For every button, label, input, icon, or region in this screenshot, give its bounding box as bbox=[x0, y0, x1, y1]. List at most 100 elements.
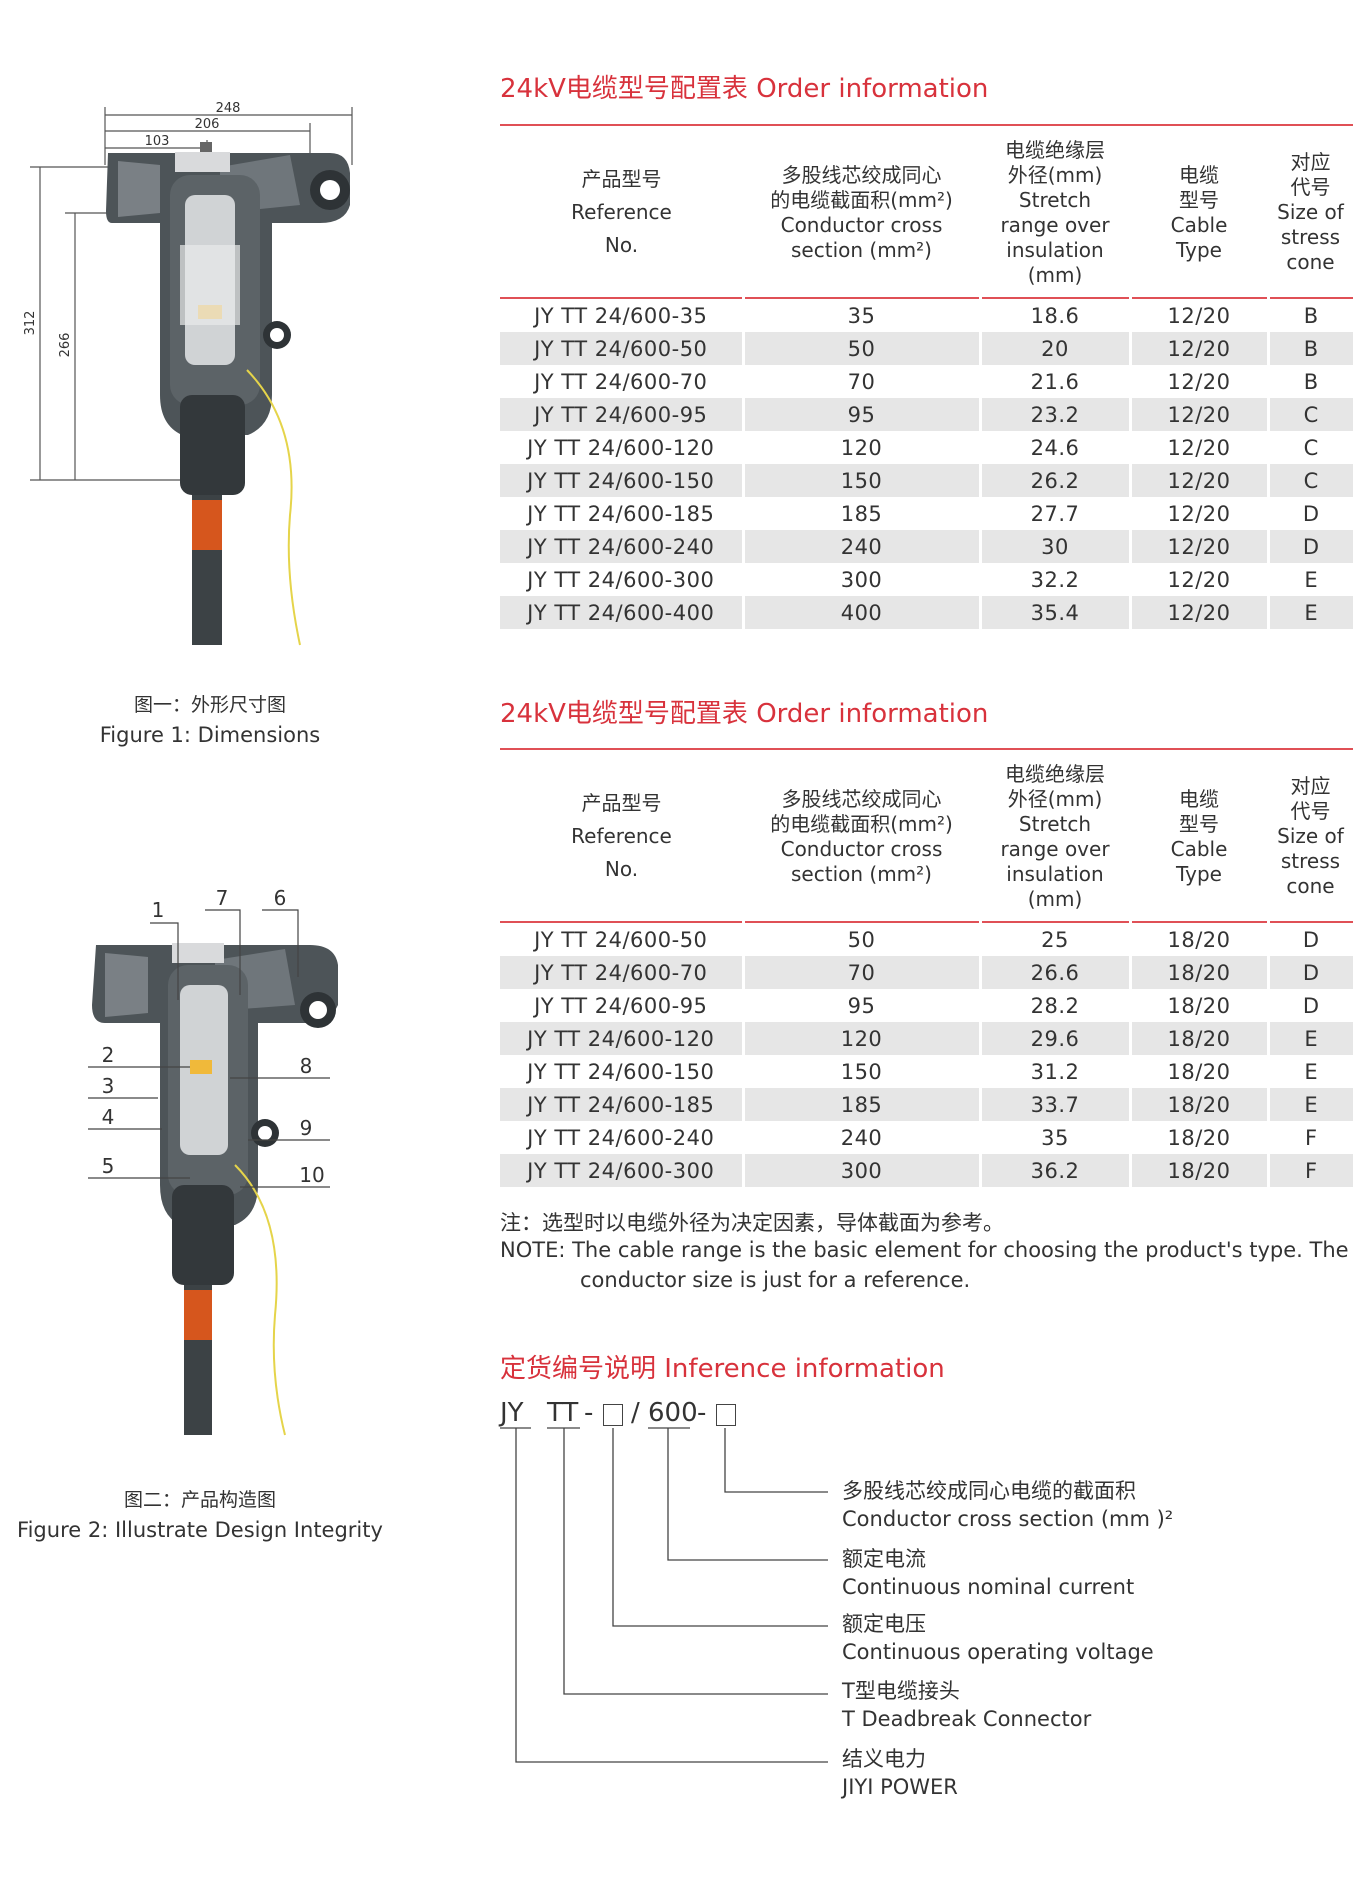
header-text: Cable bbox=[1170, 836, 1228, 861]
table-2-title: 24kV电缆型号配置表 Order information bbox=[500, 699, 989, 729]
header-text: (mm) bbox=[1027, 262, 1083, 287]
order-table-2: 产品型号 Reference No. 多股线芯绞成同心 的电缆截面积(mm²) … bbox=[500, 752, 1353, 1187]
table-cell: JY TT 24/600-300 bbox=[500, 1154, 743, 1187]
table-cell: 185 bbox=[741, 1088, 980, 1121]
table-cell: 12/20 bbox=[1128, 298, 1268, 332]
table-cell: 70 bbox=[741, 956, 980, 989]
table-cell: 21.6 bbox=[978, 365, 1130, 398]
table-cell: 32.2 bbox=[978, 563, 1130, 596]
figure-2-caption-en: Figure 2: Illustrate Design Integrity bbox=[17, 1518, 383, 1542]
header-text: 多股线芯绞成同心 bbox=[781, 162, 942, 187]
table-cell: 29.6 bbox=[978, 1022, 1130, 1055]
table-cell: 150 bbox=[741, 1055, 980, 1088]
table-cell: D bbox=[1266, 922, 1353, 956]
header-text: 型号 bbox=[1179, 187, 1219, 212]
dim-206: 206 bbox=[195, 117, 220, 132]
callout-4: 4 bbox=[102, 1105, 115, 1129]
header-text: section (mm²) bbox=[791, 861, 932, 886]
connector-illustration bbox=[106, 142, 350, 646]
table-cell: JY TT 24/600-150 bbox=[527, 1059, 715, 1084]
callout-3: 3 bbox=[102, 1074, 115, 1098]
header-text: 多股线芯绞成同心 bbox=[781, 786, 942, 811]
table-cell: 18/20 bbox=[1128, 1088, 1268, 1121]
table-cell: D bbox=[1266, 530, 1353, 563]
code-part-tt: TT bbox=[547, 1398, 579, 1428]
table-cell: 12/20 bbox=[1128, 365, 1268, 398]
table-cell: 27.7 bbox=[978, 497, 1130, 530]
table-cell: 35 bbox=[978, 1121, 1130, 1154]
table-cell: 35 bbox=[741, 298, 980, 332]
header-stress-cone: 对应 代号 Size of stress cone bbox=[1268, 752, 1353, 922]
table-cell: 12/20 bbox=[1128, 332, 1268, 365]
inference-item-cn: 额定电流 bbox=[842, 1547, 926, 1571]
header-text: insulation bbox=[1006, 861, 1104, 886]
figure-1-caption: 图一：外形尺寸图 Figure 1: Dimensions bbox=[80, 690, 340, 747]
header-text: (mm) bbox=[1027, 886, 1083, 911]
table-cell: 18.6 bbox=[978, 298, 1130, 332]
code-sep-3: - bbox=[697, 1398, 707, 1428]
table-cell: JY TT 24/600-240 bbox=[500, 530, 743, 563]
header-text: Reference bbox=[571, 824, 672, 848]
header-text: Conductor cross bbox=[780, 836, 943, 861]
inference-item-en: T Deadbreak Connector bbox=[842, 1707, 1092, 1731]
code-part-jy: JY bbox=[500, 1398, 524, 1428]
header-text: insulation bbox=[1006, 237, 1104, 262]
table-cell: 50 bbox=[741, 922, 980, 956]
inference-item-en: Conductor cross section (mm )² bbox=[842, 1507, 1174, 1531]
header-cable-type: 电缆 型号 Cable Type bbox=[1130, 752, 1268, 922]
figure-2-caption-cn: 图二：产品构造图 bbox=[123, 1489, 276, 1511]
note-en-line1: NOTE: The cable range is the basic eleme… bbox=[500, 1238, 1349, 1262]
header-conductor-section: 多股线芯绞成同心 的电缆截面积(mm²) Conductor cross sec… bbox=[743, 128, 980, 298]
table-cell: C bbox=[1266, 431, 1353, 464]
callout-9: 9 bbox=[300, 1116, 313, 1140]
table-cell: D bbox=[1266, 989, 1353, 1022]
table-cell: 300 bbox=[741, 1154, 980, 1187]
callout-2: 2 bbox=[102, 1043, 115, 1067]
inference-item-cn: 额定电压 bbox=[842, 1612, 926, 1636]
table-1-title: 24kV电缆型号配置表 Order information bbox=[500, 74, 989, 104]
header-text: Cable bbox=[1170, 212, 1228, 237]
table-cell: 95 bbox=[741, 989, 980, 1022]
header-text: 代号 bbox=[1290, 799, 1331, 823]
code-sep-2: / bbox=[631, 1398, 640, 1428]
table-cell: 120 bbox=[741, 431, 980, 464]
table-cell: 30 bbox=[978, 530, 1130, 563]
header-cable-type: 电缆 型号 Cable Type bbox=[1130, 128, 1268, 298]
inference-item-cn: 多股线芯绞成同心电缆的截面积 bbox=[842, 1479, 1136, 1503]
inference-item-cn: 结义电力 bbox=[842, 1747, 926, 1771]
table-cell: C bbox=[1266, 464, 1353, 497]
inference-title: 定货编号说明 Inference information bbox=[500, 1354, 945, 1384]
table-cell: JY TT 24/600-95 bbox=[500, 398, 743, 431]
header-conductor-section: 多股线芯绞成同心 的电缆截面积(mm²) Conductor cross sec… bbox=[743, 752, 980, 922]
table-cell: D bbox=[1266, 497, 1353, 530]
table-cell: JY TT 24/600-185 bbox=[527, 501, 715, 526]
table-cell: E bbox=[1266, 563, 1353, 596]
header-text: 电缆 bbox=[1179, 162, 1219, 187]
dim-248: 248 bbox=[216, 101, 241, 116]
table-cell: JY TT 24/600-120 bbox=[500, 1022, 743, 1055]
header-text: Stretch bbox=[1018, 187, 1092, 212]
table-cell: 24.6 bbox=[978, 431, 1130, 464]
table-cell: 400 bbox=[741, 596, 980, 629]
dim-266: 266 bbox=[58, 333, 73, 358]
figure-1-caption-en: Figure 1: Dimensions bbox=[99, 723, 321, 747]
header-reference-no: 产品型号 Reference No. bbox=[500, 128, 743, 298]
note-cn: 注：选型时以电缆外径为决定因素，导体截面为参考。 bbox=[500, 1211, 1004, 1235]
table-cell: 300 bbox=[741, 563, 980, 596]
order-table-1: 产品型号 Reference No. 多股线芯绞成同心 的电缆截面积(mm²) … bbox=[500, 128, 1353, 629]
header-text: 电缆绝缘层 bbox=[1005, 137, 1105, 162]
header-text: Type bbox=[1176, 237, 1222, 262]
header-text: Size of bbox=[1277, 200, 1344, 224]
header-text: Type bbox=[1176, 861, 1222, 886]
inference-item-section: 多股线芯绞成同心电缆的截面积 Conductor cross section (… bbox=[842, 1477, 1173, 1533]
table-cell: 70 bbox=[741, 365, 980, 398]
inference-item-cn: T型电缆接头 bbox=[842, 1679, 960, 1703]
callout-6: 6 bbox=[274, 886, 287, 910]
table-cell: 25 bbox=[978, 922, 1130, 956]
header-text: No. bbox=[604, 233, 639, 257]
